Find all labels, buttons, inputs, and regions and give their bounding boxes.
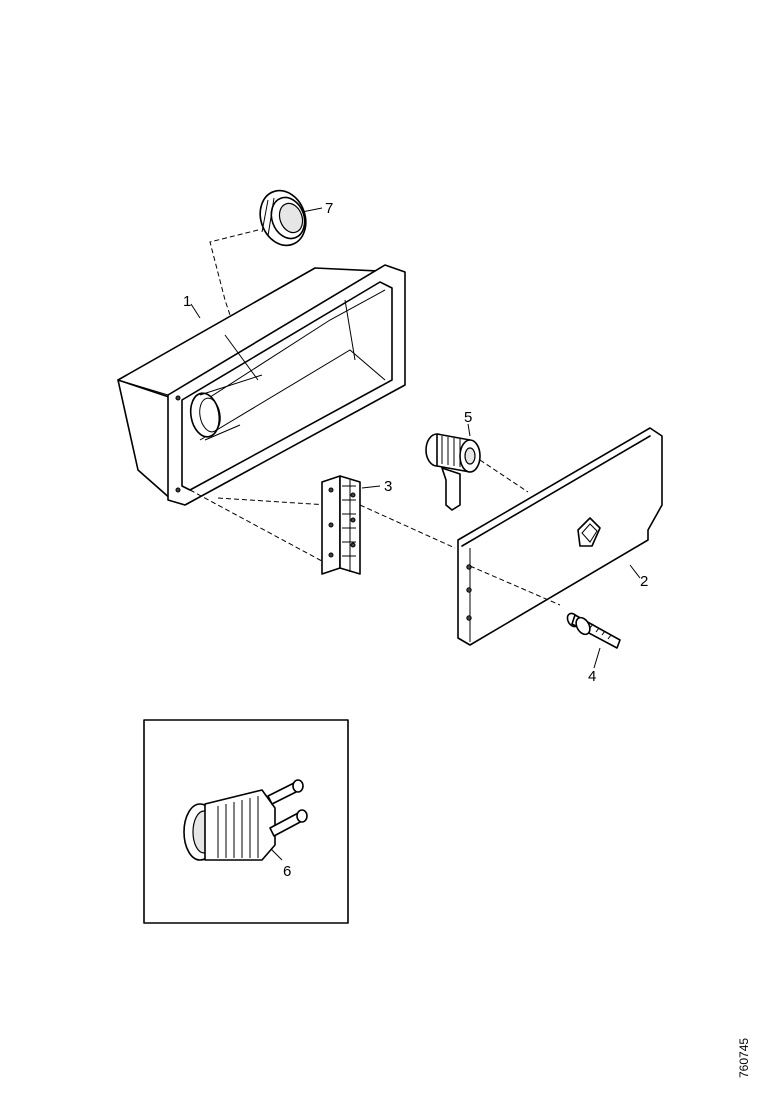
assembly-line-plate-bolt <box>469 565 561 606</box>
bolt-part-4 <box>566 612 621 649</box>
lock-part-5 <box>425 433 481 511</box>
assembly-line-hinge-plate <box>359 504 456 549</box>
callout-5: 5 <box>464 409 472 426</box>
callout-6: 6 <box>283 863 291 880</box>
housing-part-1 <box>117 264 406 506</box>
callout-3: 3 <box>384 478 392 495</box>
assembly-line-lock-plate <box>479 459 529 493</box>
assembly-line-housing-hinge <box>189 489 331 566</box>
lock-cylinder-part-6 <box>183 779 308 861</box>
drawing-reference-code: 760745 <box>737 1038 751 1078</box>
assembly-line-housing-hinge-2 <box>217 497 329 506</box>
callout-4: 4 <box>588 668 596 685</box>
callout-7: 7 <box>325 200 333 217</box>
cover-plate-part-2 <box>457 427 663 646</box>
inset-detail-box <box>143 719 349 924</box>
grommet-part-7 <box>259 189 307 247</box>
callout-2: 2 <box>640 573 648 590</box>
hinge-part-3 <box>321 475 361 575</box>
assembly-line-grommet <box>209 229 259 331</box>
callout-1: 1 <box>183 293 191 310</box>
